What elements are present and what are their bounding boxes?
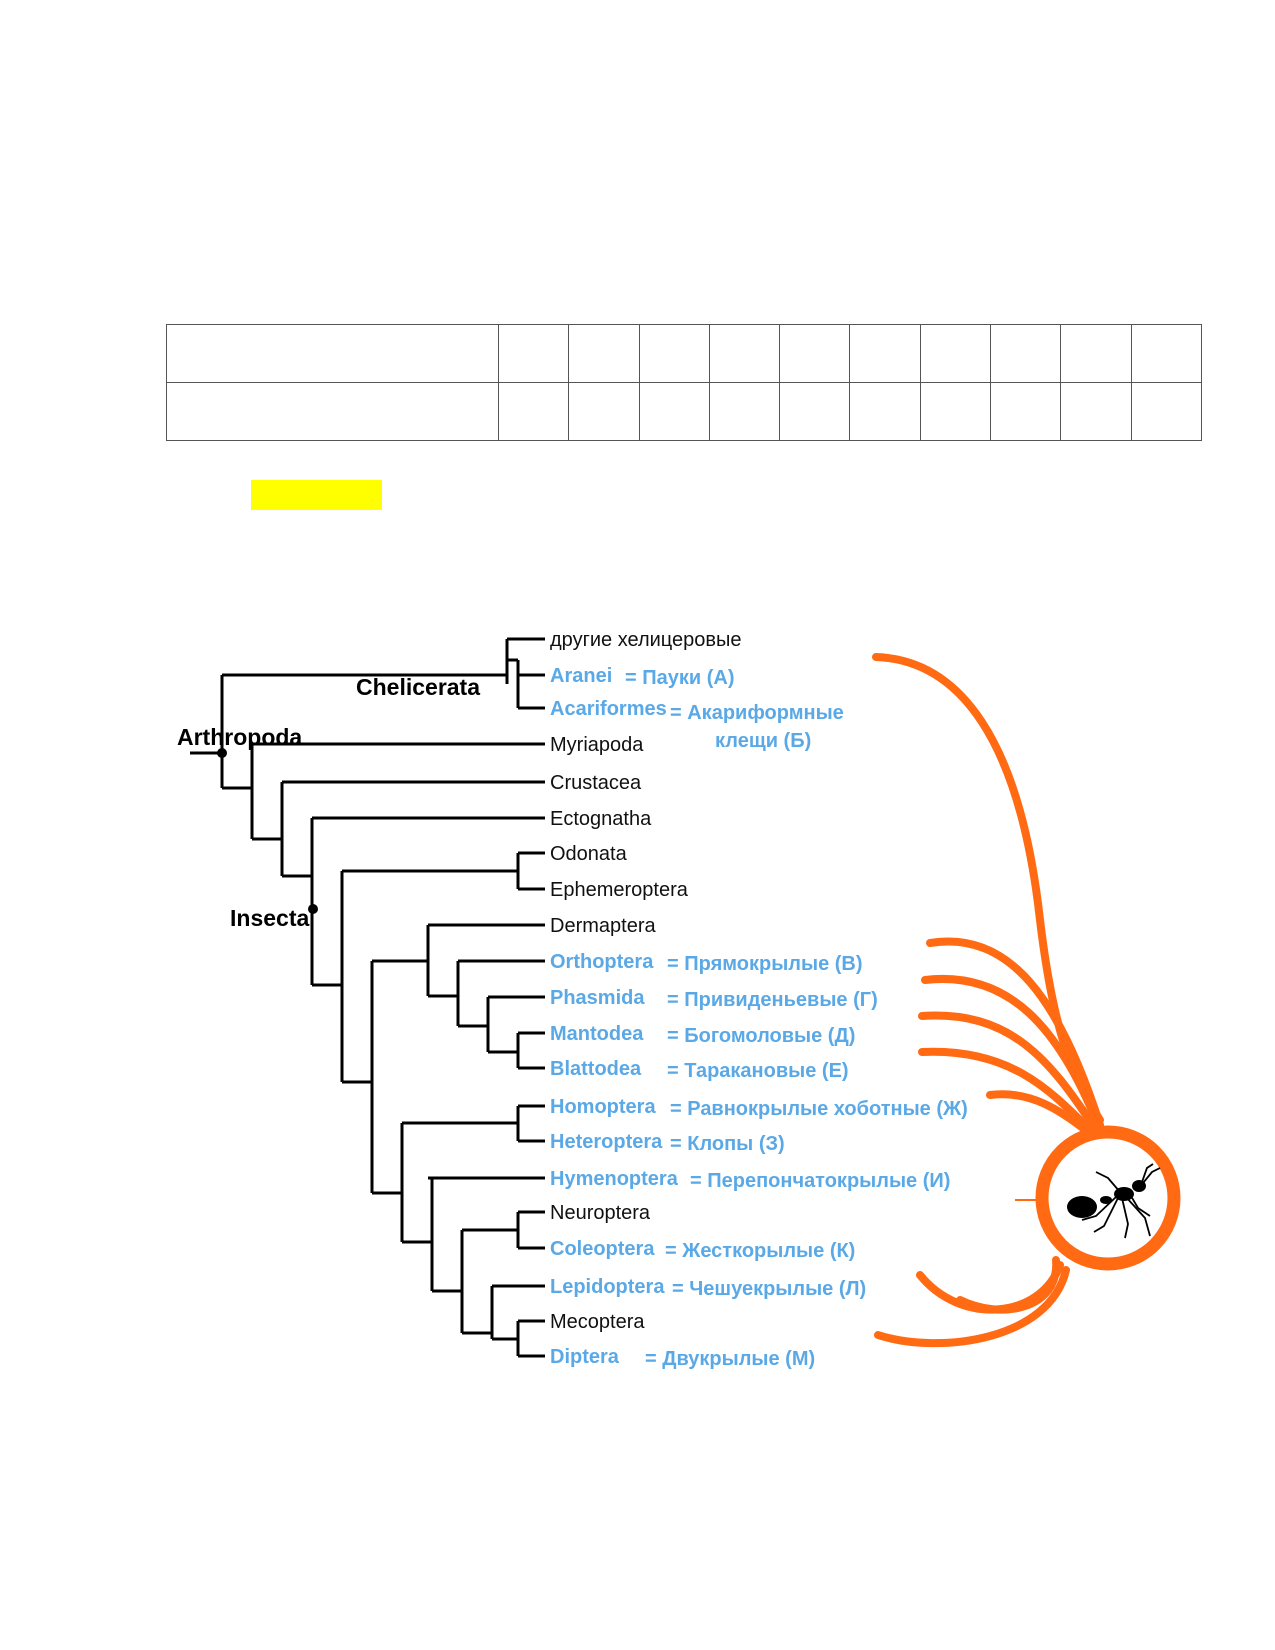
answer-table-row — [166, 324, 1203, 383]
taxon-label-aranei: Aranei — [550, 665, 612, 687]
taxon-label-mantodea: Mantodea — [550, 1023, 644, 1045]
taxon-label-myriapoda: Myriapoda — [550, 734, 644, 756]
insecta-node-dot — [308, 904, 318, 914]
orange-arrow — [926, 937, 1104, 1129]
answer-table-cell[interactable] — [919, 324, 992, 383]
answer-table-cell[interactable] — [497, 382, 570, 441]
orange-arrow — [874, 1266, 1070, 1348]
answer-table-row — [166, 382, 1203, 441]
ant-icon — [1067, 1163, 1161, 1239]
taxon-label-dermaptera: Dermaptera — [550, 915, 656, 937]
taxon-translation: = Акариформные — [670, 702, 844, 724]
taxon-label-odonata: Odonata — [550, 843, 628, 865]
orange-arrow — [986, 1090, 1092, 1136]
answer-table-cell[interactable] — [708, 324, 781, 383]
taxon-translation: = Перепончатокрылые (И) — [690, 1170, 950, 1192]
orange-arrow — [956, 1256, 1061, 1314]
answer-table-cell[interactable] — [568, 324, 640, 383]
taxon-label-acariformes: Acariformes — [550, 698, 667, 720]
taxon-label-ephemeroptera: Ephemeroptera — [550, 879, 689, 901]
taxon-label-coleoptera: Coleoptera — [550, 1238, 655, 1260]
taxon-translation: = Равнокрылые хоботные (Ж) — [670, 1098, 968, 1120]
answer-table-cell[interactable] — [638, 382, 710, 441]
taxon-label-neuroptera: Neuroptera — [550, 1202, 651, 1224]
taxon-translation-line2: клещи (Б) — [715, 730, 811, 752]
taxon-translation: = Чешуекрылые (Л) — [672, 1278, 866, 1300]
taxon-translation: = Привиденьевые (Г) — [667, 989, 878, 1011]
taxon-label-heteroptera: Heteroptera — [550, 1131, 663, 1153]
tree-branches — [190, 637, 545, 1358]
answer-table-cell[interactable] — [919, 382, 992, 441]
orange-arrow — [918, 1011, 1098, 1131]
answer-table — [166, 324, 1203, 441]
taxon-label-phasmida: Phasmida — [550, 987, 645, 1009]
taxon-translation: = Пауки (А) — [625, 667, 734, 689]
answer-table-cell[interactable] — [1130, 324, 1203, 383]
answer-table-cell[interactable] — [849, 382, 921, 441]
answer-table-cell[interactable] — [849, 324, 921, 383]
yellow-highlight-marker — [251, 480, 382, 510]
answer-table-cell[interactable] — [568, 382, 640, 441]
answer-table-cell[interactable] — [1060, 382, 1132, 441]
taxon-translation: = Клопы (З) — [670, 1133, 785, 1155]
answer-table-cell[interactable] — [990, 382, 1062, 441]
taxon-label-diptera: Diptera — [550, 1346, 620, 1368]
orange-arrow — [918, 1047, 1094, 1134]
orange-arrow — [872, 653, 1104, 1124]
taxon-translation: = Богомоловые (Д) — [667, 1025, 855, 1047]
answer-table-cell[interactable] — [779, 382, 851, 441]
answer-table-cell[interactable] — [779, 324, 851, 383]
taxon-translation: = Жесткорылые (К) — [665, 1240, 855, 1262]
taxon-label-другие-хелицеровые: другие хелицеровые — [550, 629, 742, 651]
arthropoda-label: Arthropoda — [177, 724, 302, 750]
answer-table-cell[interactable] — [638, 324, 710, 383]
answer-table-cell[interactable] — [1060, 324, 1132, 383]
chelicerata-label: Chelicerata — [356, 674, 480, 700]
taxon-label-orthoptera: Orthoptera — [550, 951, 654, 973]
taxon-label-homoptera: Homoptera — [550, 1096, 656, 1118]
arthropoda-node-dot — [217, 748, 227, 758]
orange-arrow — [921, 974, 1102, 1129]
taxon-translation: = Прямокрылые (В) — [667, 953, 863, 975]
answer-table-cell[interactable] — [708, 382, 781, 441]
answer-table-cell[interactable] — [1130, 382, 1203, 441]
taxon-label-crustacea: Crustacea — [550, 772, 642, 794]
taxon-translation: = Двукрылые (М) — [645, 1348, 815, 1370]
insecta-label: Insecta — [230, 905, 309, 931]
taxon-label-hymenoptera: Hymenoptera — [550, 1168, 679, 1190]
orange-arrows — [872, 653, 1104, 1348]
answer-table-cell[interactable] — [497, 324, 570, 383]
taxon-label-mecoptera: Mecoptera — [550, 1311, 645, 1333]
answer-table-cell[interactable] — [166, 382, 499, 441]
answer-table-cell[interactable] — [990, 324, 1062, 383]
answer-table-cell[interactable] — [166, 324, 499, 383]
taxon-label-lepidoptera: Lepidoptera — [550, 1276, 665, 1298]
taxon-label-ectognatha: Ectognatha — [550, 808, 652, 830]
taxon-label-blattodea: Blattodea — [550, 1058, 642, 1080]
taxon-translation: = Таракановые (Е) — [667, 1060, 849, 1082]
